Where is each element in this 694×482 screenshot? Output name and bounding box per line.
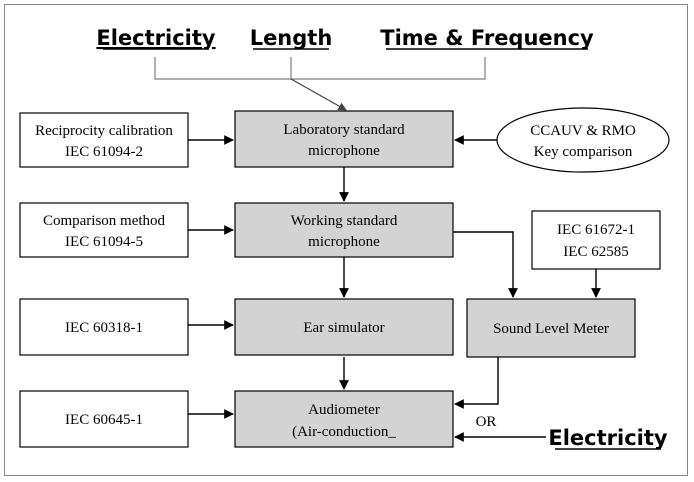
reciprocity-line2: IEC 61094-2 (65, 144, 143, 160)
iec-60318-box (19, 298, 189, 356)
lab-standard-line2: microphone (308, 143, 380, 159)
iec-60318-label: IEC 60318-1 (65, 320, 143, 336)
top-sources-connector (154, 57, 486, 80)
heading-length: Length (250, 26, 333, 50)
top-to-lab-arrow (290, 78, 347, 111)
working-standard-line2: microphone (308, 234, 380, 250)
slm-to-audiometer-arrow (454, 357, 499, 409)
slm-standards-box (531, 210, 661, 270)
iec-60645-label: IEC 60645-1 (65, 412, 143, 428)
slm-standard-2: IEC 62585 (563, 244, 628, 260)
slm-standard-1: IEC 61672-1 (557, 222, 635, 238)
reciprocity-line1: Reciprocity calibration (35, 123, 173, 139)
working-to-slm-arrow (453, 231, 518, 298)
diagram-frame (4, 4, 688, 476)
ear-simulator-box (234, 298, 454, 356)
comparison-method-box (19, 202, 189, 258)
lab-standard-line1: Laboratory standard (283, 122, 405, 138)
lab-standard-microphone-box (234, 110, 454, 168)
working-standard-microphone-box (234, 202, 454, 258)
audiometer-line2: (Air-conduction_ (292, 424, 396, 440)
heading-time-frequency: Time & Frequency (380, 26, 594, 50)
working-standard-line1: Working standard (291, 213, 398, 229)
electricity-bottom-label: Electricity (548, 426, 668, 450)
audiometer-box (234, 390, 454, 448)
reciprocity-calibration-box (19, 112, 189, 168)
sound-level-meter-box (466, 298, 636, 358)
key-comparison-ellipse (496, 107, 670, 173)
comparison-line1: Comparison method (43, 213, 166, 229)
ear-simulator-label: Ear simulator (303, 320, 384, 336)
or-label: OR (476, 414, 497, 430)
key-comparison-line1: CCAUV & RMO (530, 123, 636, 139)
key-comparison-line2: Key comparison (534, 144, 633, 160)
audiometer-line1: Audiometer (308, 402, 380, 418)
heading-electricity: Electricity (96, 26, 216, 50)
comparison-line2: IEC 61094-5 (65, 234, 143, 250)
iec-60645-box (19, 390, 189, 448)
sound-level-meter-label: Sound Level Meter (493, 321, 609, 337)
